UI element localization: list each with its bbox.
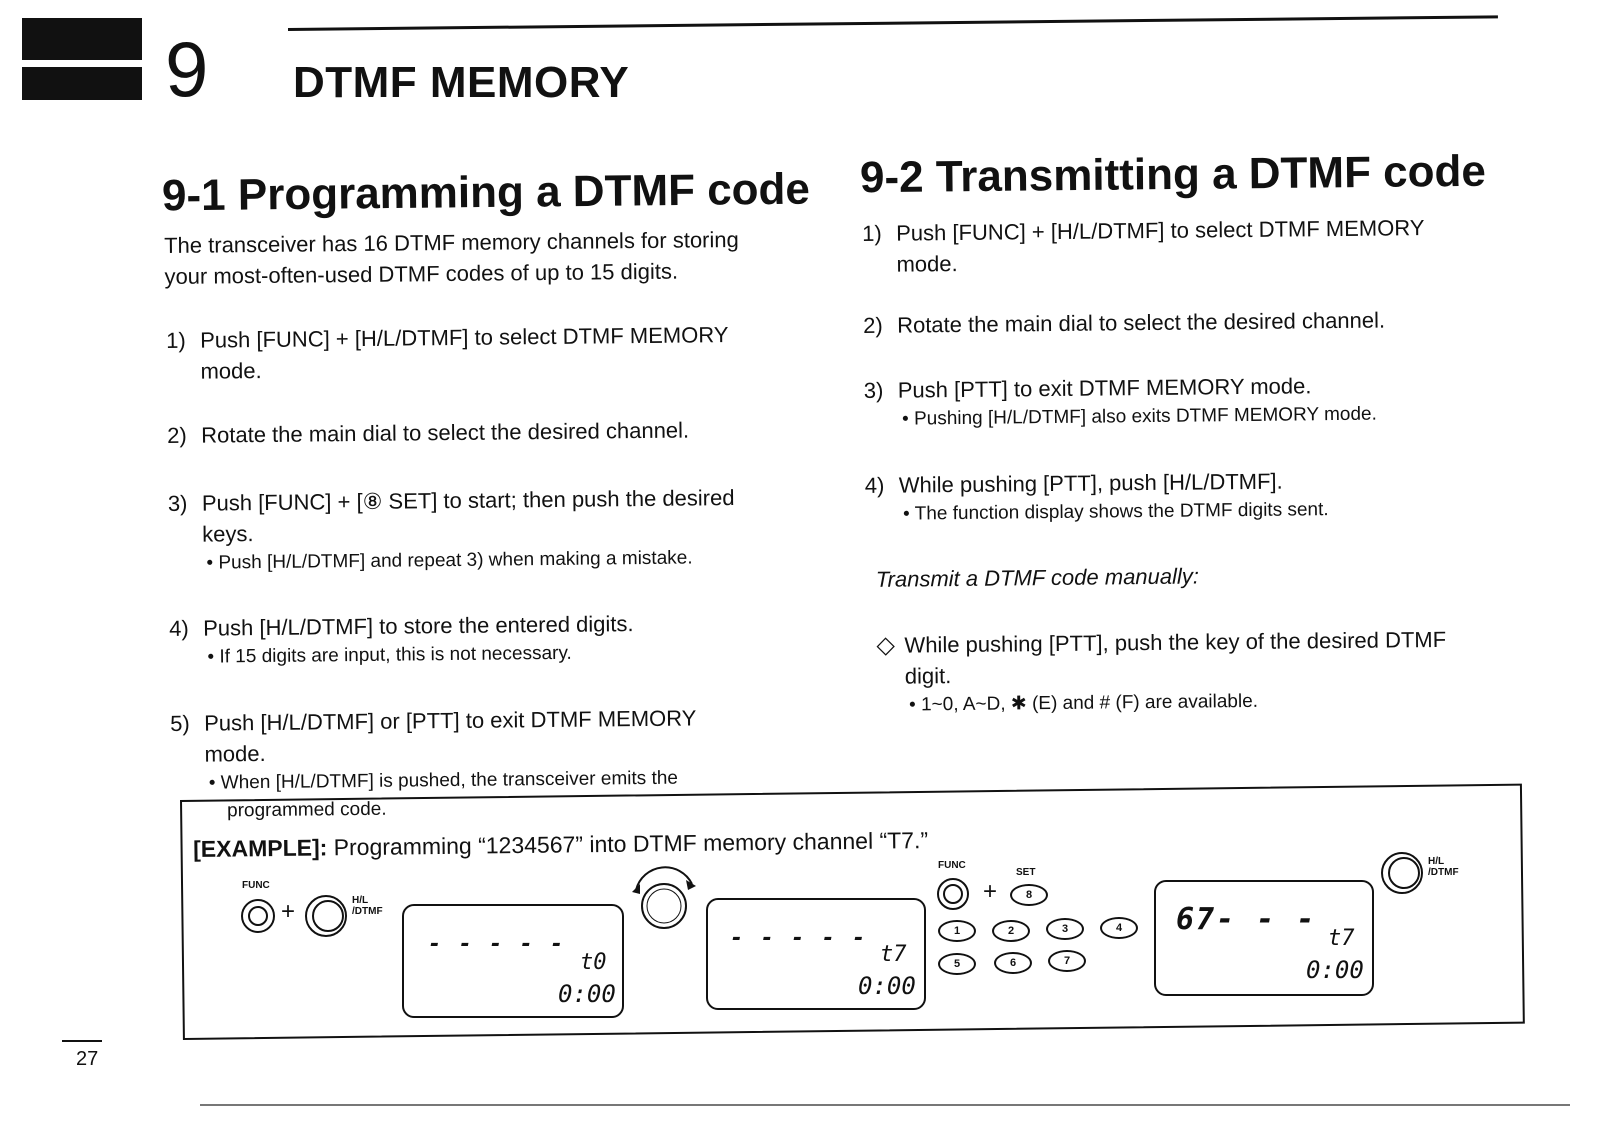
main-dial-icon	[624, 862, 704, 947]
func-key-icon-2	[936, 877, 970, 916]
hl-label-line: /DTMF	[1428, 867, 1459, 878]
hl-dtmf-key-icon	[304, 893, 352, 944]
step-number: 2)	[167, 422, 187, 448]
step-bullet: • Push [H/L/DTMF] and repeat 3) when mak…	[206, 547, 693, 574]
hl-label-line: /DTMF	[352, 906, 383, 917]
step-number: 3)	[863, 377, 884, 403]
key-7: 7	[1048, 950, 1086, 972]
lcd-channel: t7	[880, 942, 907, 967]
hl-dtmf-label: H/L /DTMF	[352, 895, 383, 917]
key-5: 5	[938, 953, 976, 975]
lcd-channel: t7	[1328, 926, 1355, 951]
page-number-rule	[62, 1040, 102, 1042]
step-line: Push [FUNC] + [⑧ SET] to start; then pus…	[201, 485, 735, 516]
chapter-tab-block	[22, 18, 142, 100]
plus-sign-2: +	[983, 878, 998, 905]
section1-title: 9-1 Programming a DTMF code	[161, 164, 811, 221]
section2-steps: 1) Push [FUNC] + [H/L/DTMF] to select DT…	[862, 211, 1527, 715]
step-number: 4)	[864, 472, 885, 498]
lcd-digits: - - - - -	[730, 926, 868, 951]
step-number: 2)	[862, 312, 883, 338]
manual-heading: Transmit a DTMF code manually:	[875, 563, 1200, 592]
hl-label-line: H/L	[1428, 856, 1445, 867]
page-number: 27	[76, 1048, 99, 1070]
step-line: Push [FUNC] + [H/L/DTMF] to select DTMF …	[896, 215, 1425, 246]
func-label: FUNC	[242, 880, 270, 891]
lcd-time: 0:00	[858, 972, 916, 1000]
hl-label-line: H/L	[352, 895, 369, 906]
hl-dtmf-label-2: H/L /DTMF	[1428, 856, 1459, 878]
bottom-scan-edge	[200, 1104, 1570, 1106]
lcd-display-1: - - - - - t0 0:00	[402, 904, 624, 1018]
lcd-display-2: - - - - - t7 0:00	[706, 898, 926, 1010]
lcd-digits: 67- - -	[1176, 902, 1317, 937]
chapter-tab-gap	[22, 60, 142, 67]
step-line: Rotate the main dial to select the desir…	[896, 307, 1386, 338]
chapter-title: DTMF MEMORY	[293, 58, 630, 107]
section1-intro: The transceiver has 16 DTMF memory chann…	[164, 223, 805, 292]
example-label-bold: [EXAMPLE]:	[193, 834, 328, 862]
hl-dtmf-key-icon-2	[1380, 850, 1428, 901]
diamond-icon: ◇	[876, 631, 896, 659]
step-bullet: • 1~0, A~D, ✱ (E) and # (F) are availabl…	[908, 690, 1259, 716]
lcd-time: 0:00	[558, 980, 616, 1008]
step-bullet: • If 15 digits are input, this is not ne…	[207, 642, 572, 668]
lcd-time: 0:00	[1306, 956, 1364, 984]
key-3: 3	[1046, 918, 1084, 940]
step-line: While pushing [PTT], push the key of the…	[904, 626, 1447, 658]
key-6: 6	[994, 952, 1032, 974]
step-line: mode.	[896, 251, 958, 277]
step-number: 3)	[167, 490, 188, 516]
step-line: Push [FUNC] + [H/L/DTMF] to select DTMF …	[200, 322, 729, 353]
step-bullet: • Pushing [H/L/DTMF] also exits DTMF MEM…	[901, 403, 1377, 430]
step-line: mode.	[200, 358, 262, 384]
key-1: 1	[938, 920, 976, 942]
func-key-icon	[240, 898, 276, 939]
intro-line-2: your most-often-used DTMF codes of up to…	[164, 258, 679, 289]
lcd-display-3: 67- - - t7 0:00	[1154, 880, 1374, 996]
step-number: 1)	[166, 327, 186, 353]
lcd-digits: - - - - -	[428, 932, 566, 957]
step-bullet: • The function display shows the DTMF di…	[902, 499, 1329, 525]
func-label-2: FUNC	[938, 860, 966, 871]
lcd-channel: t0	[580, 950, 607, 975]
step-number: 5)	[170, 710, 190, 736]
key-2: 2	[992, 920, 1030, 942]
set-label: SET	[1016, 867, 1036, 878]
step-line: Push [H/L/DTMF] or [PTT] to exit DTMF ME…	[204, 705, 697, 736]
header-rule	[287, 15, 1498, 31]
step-line: Rotate the main dial to select the desir…	[201, 417, 690, 448]
step-number: 1)	[862, 220, 882, 246]
plus-sign: +	[281, 898, 296, 925]
section1-steps: 1) Push [FUNC] + [H/L/DTMF] to select DT…	[166, 318, 811, 825]
key-4: 4	[1100, 917, 1138, 939]
key-8-set: 8	[1010, 884, 1048, 906]
step-number: 4)	[169, 615, 189, 641]
chapter-number: 9	[165, 25, 209, 113]
section2-title: 9-2 Transmitting a DTMF code	[859, 146, 1487, 203]
